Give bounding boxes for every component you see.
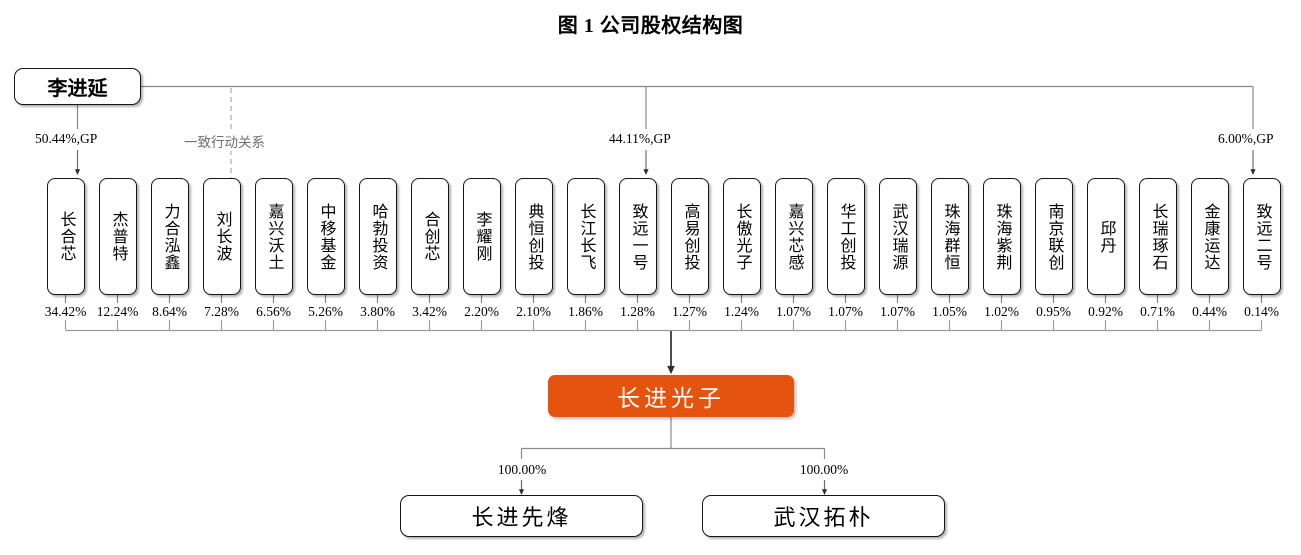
shareholder-percent: 1.27% <box>672 304 707 319</box>
shareholder-node[interactable]: 致远二号 <box>1242 178 1281 295</box>
shareholder-node[interactable]: 金康运达 <box>1190 178 1229 295</box>
shareholder-node[interactable]: 嘉兴芯感 <box>774 178 813 295</box>
shareholder-node[interactable]: 合创芯 <box>410 178 449 295</box>
edge-label-concert-party: 一致行动关系 <box>181 131 268 151</box>
shareholder-node[interactable]: 刘长波 <box>202 178 241 295</box>
shareholder-name: 珠海紫荆 <box>993 202 1011 271</box>
shareholder-percent: 1.05% <box>932 304 967 319</box>
shareholder-name: 南京联创 <box>1045 202 1063 271</box>
shareholder-percent: 0.44% <box>1192 304 1227 319</box>
shareholder-name: 邱丹 <box>1097 219 1115 254</box>
shareholder-name: 合创芯 <box>421 211 439 262</box>
shareholder-name: 哈勃投资 <box>369 202 387 271</box>
shareholder-name: 长江长飞 <box>577 202 595 271</box>
shareholder-name: 李耀刚 <box>473 211 491 262</box>
shareholder-percent: 3.42% <box>412 304 447 319</box>
edge-label-gp-1: 44.11%,GP <box>607 131 673 147</box>
shareholder-node[interactable]: 长合芯 <box>46 178 85 295</box>
shareholder-node[interactable]: 嘉兴沃土 <box>254 178 293 295</box>
shareholder-name: 刘长波 <box>213 211 231 262</box>
shareholder-percent: 8.64% <box>152 304 187 319</box>
shareholder-percent: 1.28% <box>620 304 655 319</box>
shareholder-percent: 2.10% <box>516 304 551 319</box>
shareholder-node[interactable]: 典恒创投 <box>514 178 553 295</box>
shareholder-percent: 1.07% <box>880 304 915 319</box>
shareholder-percent: 5.26% <box>308 304 343 319</box>
shareholder-name: 长合芯 <box>57 211 75 262</box>
shareholder-percent: 34.42% <box>44 304 87 319</box>
shareholder-percent: 2.20% <box>464 304 499 319</box>
shareholder-node[interactable]: 哈勃投资 <box>358 178 397 295</box>
shareholder-name: 长瑞琢石 <box>1149 202 1167 271</box>
shareholder-node[interactable]: 高易创投 <box>670 178 709 295</box>
shareholder-percent: 1.24% <box>724 304 759 319</box>
shareholder-name: 嘉兴沃土 <box>265 202 283 271</box>
shareholder-percent: 7.28% <box>204 304 239 319</box>
subsidiary-percent: 100.00% <box>497 462 547 477</box>
shareholder-percent: 1.07% <box>776 304 811 319</box>
shareholder-name: 中移基金 <box>317 202 335 271</box>
shareholder-percent: 1.02% <box>984 304 1019 319</box>
shareholder-name: 长傲光子 <box>733 202 751 271</box>
shareholder-node[interactable]: 杰普特 <box>98 178 137 295</box>
shareholder-percent: 3.80% <box>360 304 395 319</box>
shareholder-node[interactable]: 力合泓鑫 <box>150 178 189 295</box>
shareholder-name: 致远一号 <box>629 202 647 271</box>
shareholder-node[interactable]: 珠海紫荆 <box>982 178 1021 295</box>
shareholder-percent: 0.71% <box>1140 304 1175 319</box>
shareholder-name: 力合泓鑫 <box>161 202 179 271</box>
shareholder-percent: 6.56% <box>256 304 291 319</box>
shareholder-node[interactable]: 华工创投 <box>826 178 865 295</box>
shareholder-percent: 1.86% <box>568 304 603 319</box>
shareholder-name: 珠海群恒 <box>941 202 959 271</box>
shareholder-node[interactable]: 中移基金 <box>306 178 345 295</box>
company-node[interactable]: 长进光子 <box>548 375 794 417</box>
shareholder-node[interactable]: 长江长飞 <box>566 178 605 295</box>
shareholder-name: 华工创投 <box>837 202 855 271</box>
shareholder-node[interactable]: 长傲光子 <box>722 178 761 295</box>
shareholder-name: 金康运达 <box>1201 202 1219 271</box>
shareholder-node[interactable]: 南京联创 <box>1034 178 1073 295</box>
shareholder-name: 高易创投 <box>681 202 699 271</box>
subsidiary-node[interactable]: 武汉拓朴 <box>702 495 945 537</box>
edge-label-gp-2: 6.00%,GP <box>1216 131 1276 147</box>
edge-label-gp-0: 50.44%,GP <box>33 131 100 147</box>
shareholder-percent: 0.14% <box>1244 304 1279 319</box>
shareholder-name: 典恒创投 <box>525 202 543 271</box>
shareholder-percent: 12.24% <box>96 304 139 319</box>
subsidiary-node[interactable]: 长进先烽 <box>400 495 643 537</box>
shareholder-name: 武汉瑞源 <box>889 202 907 271</box>
shareholder-node[interactable]: 李耀刚 <box>462 178 501 295</box>
shareholder-name: 杰普特 <box>109 211 127 262</box>
shareholder-node[interactable]: 邱丹 <box>1086 178 1125 295</box>
figure-title: 图 1 公司股权结构图 <box>557 15 744 37</box>
controller-node[interactable]: 李进延 <box>14 68 141 105</box>
subsidiary-percent: 100.00% <box>799 462 849 477</box>
shareholder-percent: 0.95% <box>1036 304 1071 319</box>
shareholder-name: 致远二号 <box>1253 202 1271 271</box>
shareholder-node[interactable]: 珠海群恒 <box>930 178 969 295</box>
shareholder-percent: 1.07% <box>828 304 863 319</box>
shareholder-name: 嘉兴芯感 <box>785 202 803 271</box>
shareholder-percent: 0.92% <box>1088 304 1123 319</box>
shareholder-node[interactable]: 致远一号 <box>618 178 657 295</box>
shareholder-node[interactable]: 武汉瑞源 <box>878 178 917 295</box>
shareholder-node[interactable]: 长瑞琢石 <box>1138 178 1177 295</box>
